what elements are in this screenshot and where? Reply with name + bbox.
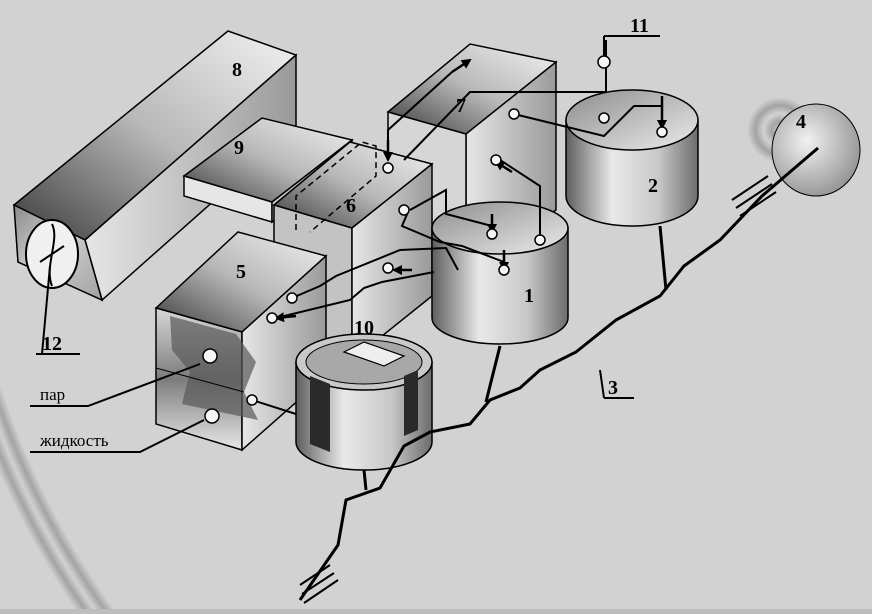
component-5-tank: [154, 231, 328, 452]
shaft-supports: [299, 175, 777, 604]
label-12: 12: [42, 333, 62, 355]
label-3: 3: [608, 377, 618, 399]
component-1-cylinder: [431, 201, 569, 345]
label-8: 8: [232, 59, 242, 81]
label-4: 4: [796, 111, 806, 133]
label-10: 10: [354, 317, 374, 339]
component-12-propeller: [25, 219, 79, 289]
component-2-cylinder: [565, 89, 699, 227]
label-liquid: жидкость: [39, 431, 109, 450]
flow-arrows: [274, 58, 667, 323]
label-5: 5: [236, 261, 246, 283]
label-1: 1: [524, 285, 534, 307]
connection-lines: [251, 35, 819, 601]
label-6: 6: [346, 195, 356, 217]
label-7: 7: [456, 95, 466, 117]
label-vapor: пар: [40, 385, 65, 404]
leader-lines: [30, 265, 205, 453]
label-9: 9: [234, 137, 244, 159]
valve-circles: [202, 55, 668, 424]
label-2: 2: [648, 175, 658, 197]
component-10-open-cylinder: [295, 333, 433, 471]
label-11: 11: [630, 15, 649, 37]
